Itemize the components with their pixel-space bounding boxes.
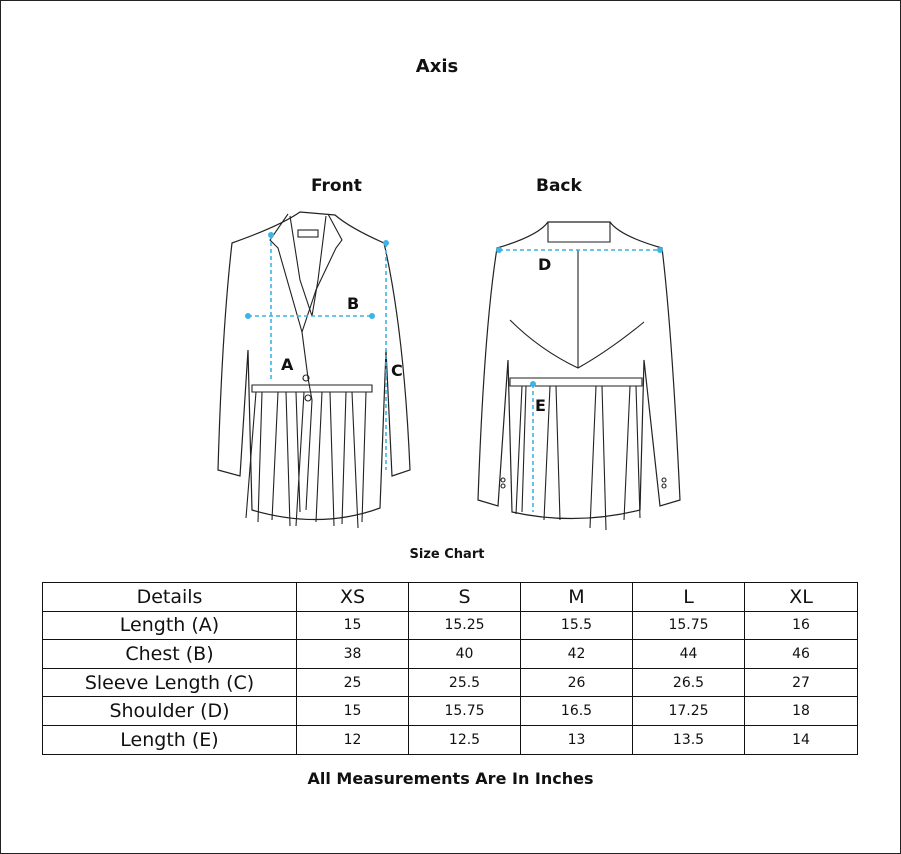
table-cell: 38 bbox=[296, 639, 409, 669]
table-detail-cell: Shoulder (D) bbox=[42, 696, 297, 726]
label-d: D bbox=[538, 255, 551, 274]
table-cell: 46 bbox=[744, 639, 858, 669]
label-a: A bbox=[281, 355, 294, 374]
table-detail-cell: Chest (B) bbox=[42, 639, 297, 669]
table-header-cell: XS bbox=[296, 582, 409, 612]
table-row: Shoulder (D) 15 15.75 16.5 17.25 18 bbox=[42, 696, 858, 726]
table-cell: 12.5 bbox=[408, 724, 521, 755]
label-c: C bbox=[391, 361, 403, 380]
table-header-cell: L bbox=[632, 582, 745, 612]
page-title: Axis bbox=[415, 56, 459, 77]
label-e: E bbox=[535, 396, 546, 415]
table-header-cell: XL bbox=[744, 582, 858, 612]
table-cell: 17.25 bbox=[632, 696, 745, 726]
table-cell: 15 bbox=[296, 696, 409, 726]
table-detail-cell: Sleeve Length (C) bbox=[42, 667, 297, 698]
table-detail-cell: Length (E) bbox=[42, 724, 297, 755]
table-cell: 14 bbox=[744, 724, 858, 755]
label-b: B bbox=[347, 294, 359, 313]
jacket-illustration: A B C D E bbox=[217, 211, 681, 531]
table-cell: 13.5 bbox=[632, 724, 745, 755]
table-cell: 40 bbox=[408, 639, 521, 669]
table-cell: 15.75 bbox=[632, 610, 745, 641]
table-cell: 25 bbox=[296, 667, 409, 698]
size-chart-title: Size Chart bbox=[409, 547, 485, 562]
table-row: Length (A) 15 15.25 15.5 15.75 16 bbox=[42, 610, 858, 641]
table-cell: 16.5 bbox=[520, 696, 633, 726]
table-header-row: Details XS S M L XL bbox=[42, 582, 858, 612]
table-cell: 26 bbox=[520, 667, 633, 698]
table-header-cell: Details bbox=[42, 582, 297, 612]
table-cell: 27 bbox=[744, 667, 858, 698]
table-cell: 16 bbox=[744, 610, 858, 641]
table-cell: 15.25 bbox=[408, 610, 521, 641]
table-row: Length (E) 12 12.5 13 13.5 14 bbox=[42, 724, 858, 755]
table-row: Sleeve Length (C) 25 25.5 26 26.5 27 bbox=[42, 667, 858, 698]
table-cell: 15.5 bbox=[520, 610, 633, 641]
table-cell: 18 bbox=[744, 696, 858, 726]
jacket-back-illustration: D E bbox=[477, 221, 681, 531]
size-chart-table: Details XS S M L XL Length (A) 15 15.25 … bbox=[42, 582, 858, 755]
measurement-note: All Measurements Are In Inches bbox=[307, 769, 594, 788]
table-detail-cell: Length (A) bbox=[42, 610, 297, 641]
front-view-label: Front bbox=[311, 176, 362, 196]
table-cell: 25.5 bbox=[408, 667, 521, 698]
table-cell: 15.75 bbox=[408, 696, 521, 726]
table-cell: 26.5 bbox=[632, 667, 745, 698]
table-cell: 42 bbox=[520, 639, 633, 669]
table-cell: 12 bbox=[296, 724, 409, 755]
jacket-front-illustration: A B C bbox=[217, 211, 411, 529]
table-row: Chest (B) 38 40 42 44 46 bbox=[42, 639, 858, 669]
table-cell: 15 bbox=[296, 610, 409, 641]
table-header-cell: M bbox=[520, 582, 633, 612]
table-header-cell: S bbox=[408, 582, 521, 612]
table-cell: 13 bbox=[520, 724, 633, 755]
table-cell: 44 bbox=[632, 639, 745, 669]
back-view-label: Back bbox=[536, 176, 582, 196]
